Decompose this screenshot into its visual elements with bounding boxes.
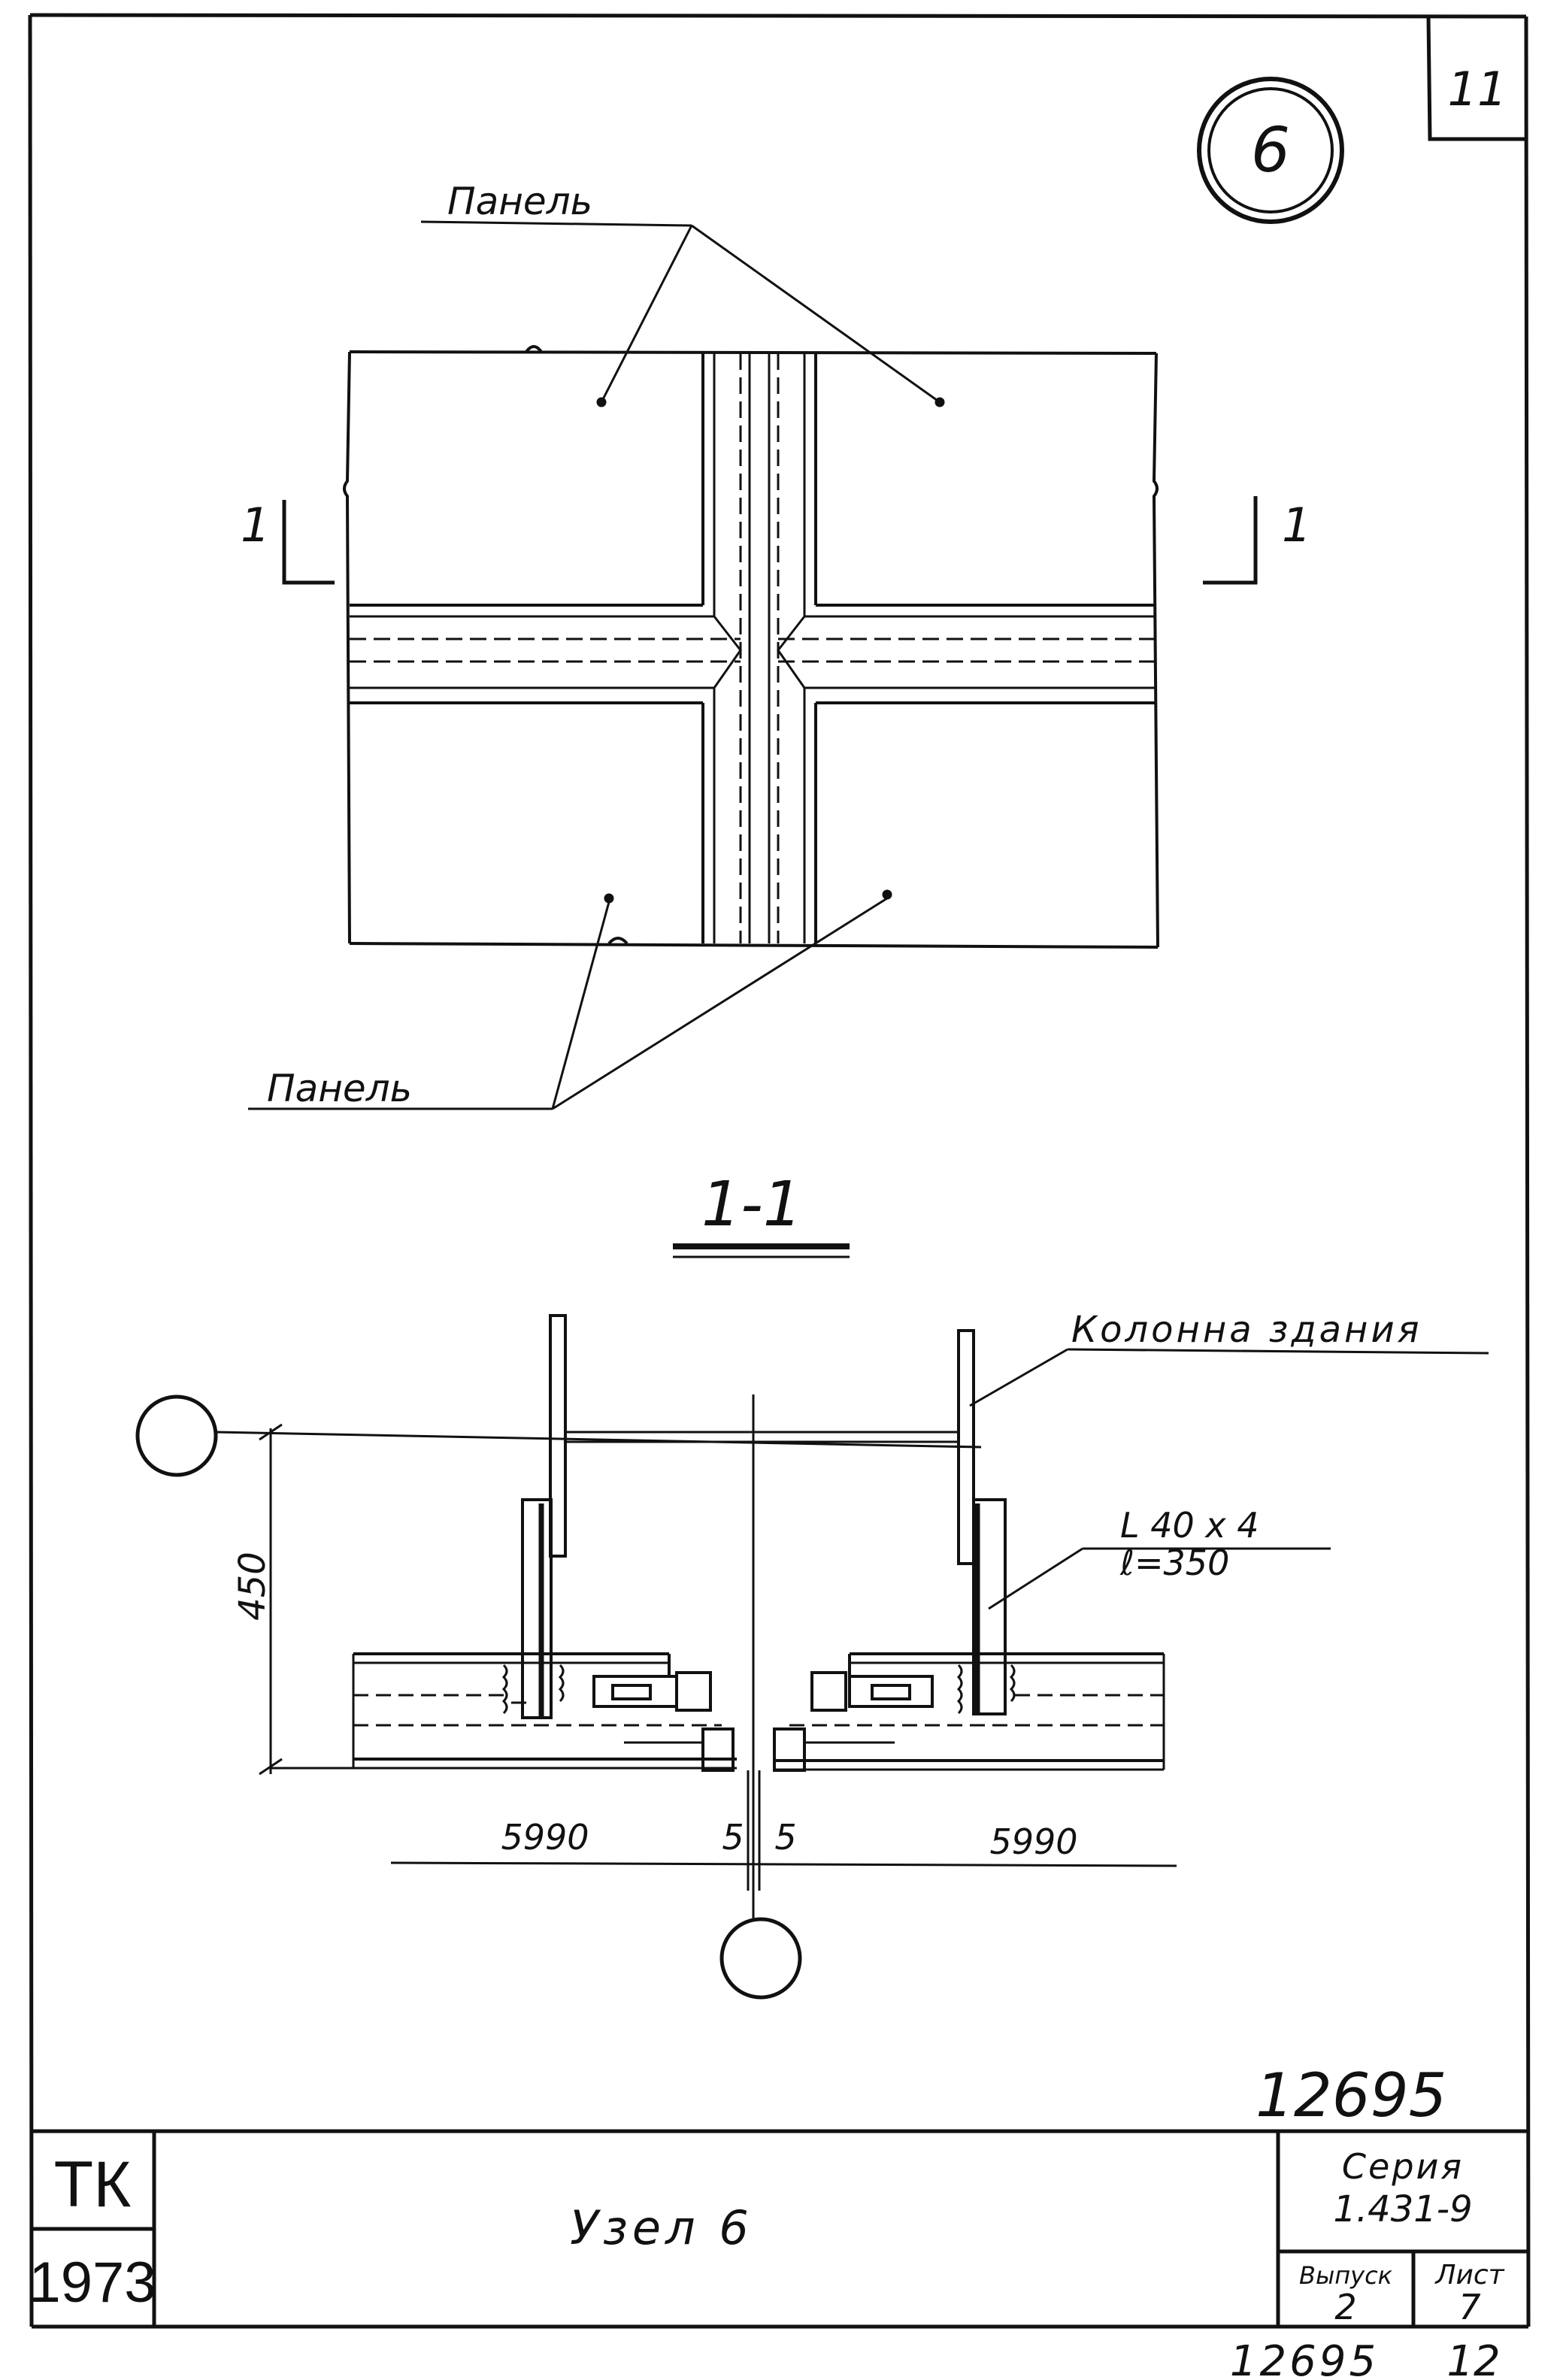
sheet-label: Лист	[1434, 2260, 1504, 2291]
section-leaders	[969, 1348, 1489, 1610]
issue-value: 2	[1334, 2287, 1356, 2327]
sheet-corner-box: 11	[1426, 16, 1526, 141]
dim-right-width: 5990	[989, 1821, 1077, 1862]
footer-number: 12695	[1230, 2337, 1379, 2380]
plan-view	[343, 345, 1159, 949]
panel-label-bottom: Панель	[267, 1067, 412, 1110]
axis-bubble-bottom	[719, 1917, 802, 2000]
stamp-number: 12695	[1256, 2061, 1447, 2130]
series-label: Серия	[1342, 2146, 1464, 2187]
series-value: 1.431-9	[1333, 2188, 1472, 2230]
section-title-underline	[673, 1243, 850, 1258]
panel-leaders	[248, 220, 945, 1110]
dim-gap-right: 5	[774, 1817, 796, 1858]
column-label: Колонна здания	[1071, 1309, 1422, 1351]
axis-bubble-left	[135, 1394, 218, 1477]
title-block	[32, 2129, 1528, 2327]
node-badge-number: 6	[1251, 115, 1290, 186]
sheet-corner-number: 11	[1448, 62, 1507, 117]
issue-label: Выпуск	[1299, 2261, 1393, 2290]
node-badge: 6	[1197, 77, 1344, 224]
footer-page: 12	[1446, 2337, 1500, 2380]
angle-length: ℓ=350	[1119, 1543, 1229, 1583]
section-mark-right: 1	[1282, 498, 1311, 553]
dim-height: 450	[232, 1552, 274, 1621]
dim-left-width: 5990	[501, 1817, 589, 1858]
section-title: 1-1	[701, 1169, 802, 1240]
title-block-title: Узел 6	[570, 2200, 753, 2255]
panel-label-top: Панель	[447, 180, 592, 223]
section-mark-left: 1	[241, 498, 270, 553]
section-cut-marks	[282, 496, 1258, 585]
dim-gap-left: 5	[722, 1817, 744, 1858]
title-block-org: ТК	[54, 2148, 132, 2221]
title-block-year: 1973	[29, 2251, 156, 2315]
angle-label: L 40 x 4	[1120, 1505, 1259, 1546]
section-view	[135, 1314, 1177, 2000]
sheet-value: 7	[1458, 2287, 1480, 2327]
